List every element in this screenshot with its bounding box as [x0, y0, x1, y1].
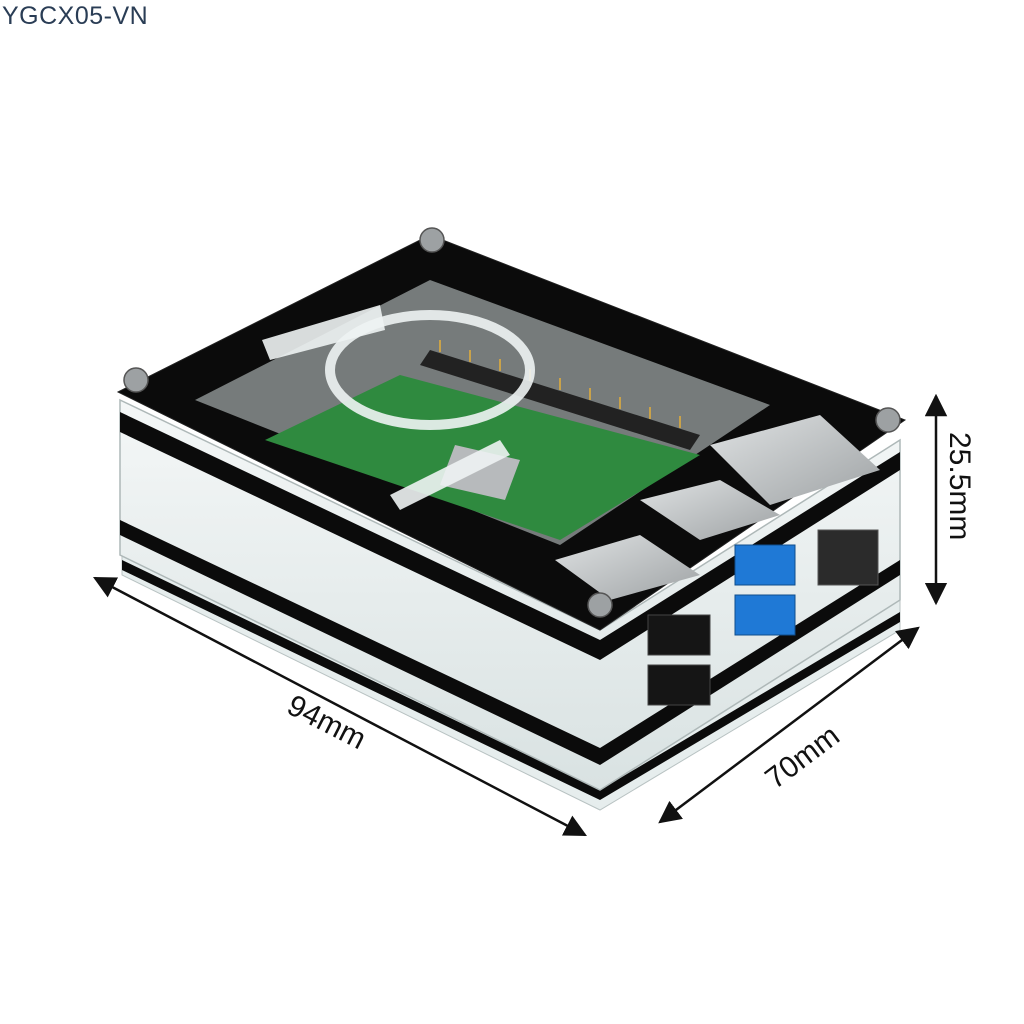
- width-label: 70mm: [759, 719, 845, 796]
- height-label: 25.5mm: [943, 432, 976, 540]
- acrylic-case: [116, 227, 907, 811]
- product-sku: YGCX05-VN: [2, 2, 149, 30]
- dimension-height: 25.5mm: [924, 393, 976, 606]
